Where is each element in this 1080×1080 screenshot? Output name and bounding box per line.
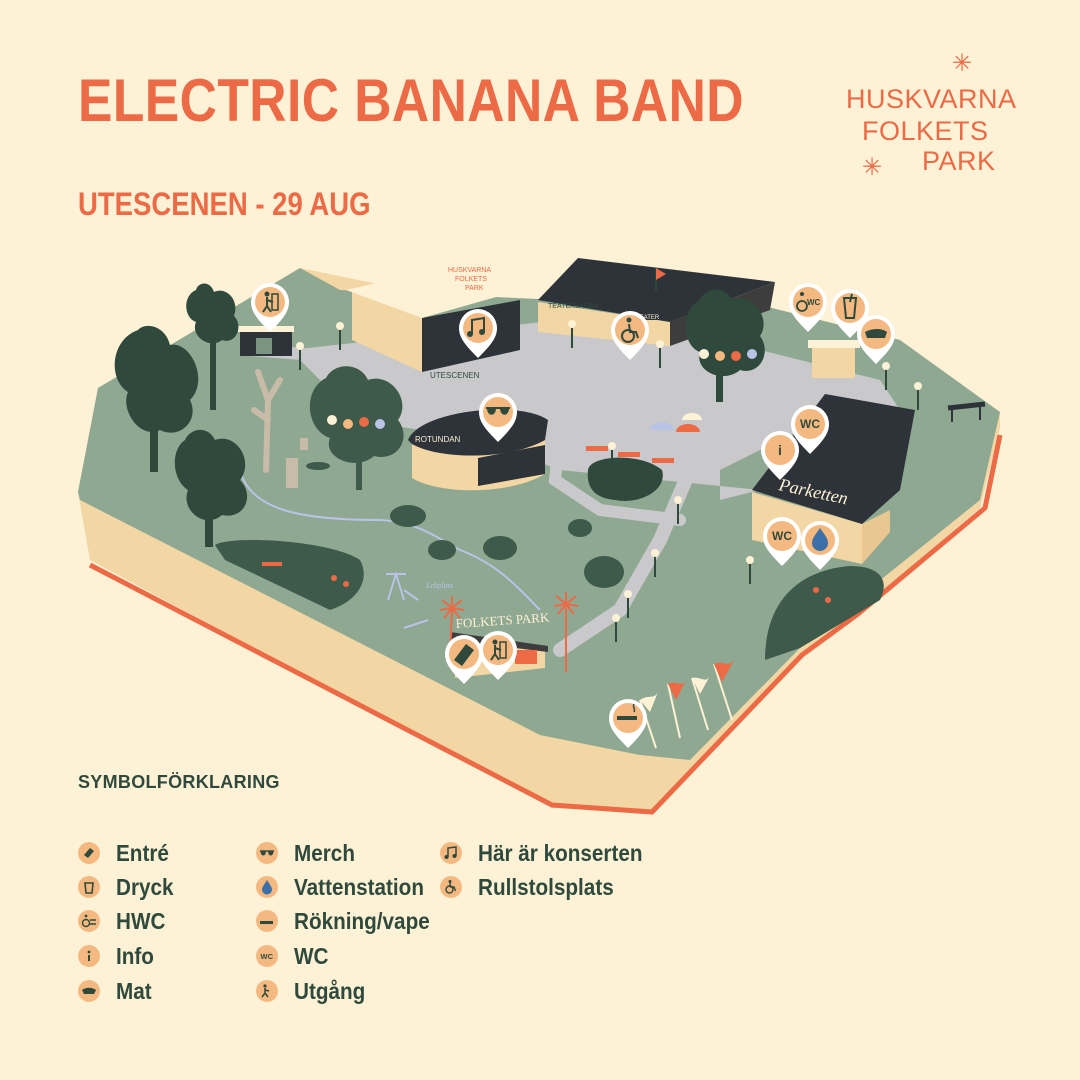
wc-icon-text: WC [261, 952, 274, 961]
dark-lawn-right [765, 566, 884, 660]
bushes [390, 457, 663, 588]
info-icon [78, 945, 100, 967]
ticket-pin-icon[interactable] [445, 635, 483, 684]
legend-item-vattenstation: Vattenstation [256, 872, 438, 902]
wc-icon: WC [256, 945, 278, 967]
sunglasses-icon [256, 842, 278, 864]
legend-item-rullstolsplats: Rullstolsplats [440, 872, 629, 902]
wc-pin-icon[interactable]: WC [763, 517, 801, 566]
beach-flags [639, 660, 734, 749]
food-icon [78, 980, 100, 1002]
water-drop-icon [256, 876, 278, 898]
legend-item-merch: Merch [256, 838, 362, 868]
legend-label: Info [116, 942, 154, 969]
info-pin-text: i [778, 442, 782, 458]
logo-line-3: PARK [922, 146, 996, 176]
wc-pin-text: WC [772, 529, 792, 543]
legend-label: Merch [294, 839, 355, 866]
teaterladan-label: TEATERLADAN [548, 303, 598, 310]
legend-label: Vattenstation [294, 873, 424, 900]
benches [262, 446, 674, 566]
rotundan-label: ROTUNDAN [415, 435, 461, 444]
stage-logo-line-1: HUSKVARNA [448, 267, 491, 274]
wc-pin-text: WC [800, 417, 820, 431]
cigarette-icon [256, 910, 278, 932]
ticket-icon [78, 842, 100, 864]
legend-item-hwc: HWC [78, 906, 171, 936]
dark-lawn-left [215, 540, 364, 610]
trees [114, 283, 765, 547]
stream [239, 469, 541, 611]
side-path [548, 424, 686, 526]
utescenen-label: UTESCENEN [430, 371, 480, 380]
huskvarna-folkets-park-logo: ✳ HUSKVARNA FOLKETS ✳ PARK [840, 52, 1020, 182]
legend-item-utgang: Utgång [256, 976, 373, 1006]
legend-label: Här är konserten [478, 839, 643, 866]
hwc-pin-text: WC [807, 298, 821, 307]
stumps [286, 438, 330, 488]
cup-icon [78, 876, 100, 898]
sunglasses-pin-icon[interactable] [479, 393, 517, 442]
water-drop-pin-icon[interactable] [801, 521, 839, 570]
logo-star-icon: ✳ [952, 50, 973, 77]
cigarette-pin-icon[interactable] [609, 699, 647, 748]
accessible-wc-pin-icon[interactable]: WC [789, 283, 827, 332]
food-kiosk-building [808, 340, 860, 378]
legend-item-entre: Entré [78, 838, 175, 868]
entrance-gate-building [238, 326, 294, 356]
exit-pin-icon[interactable] [251, 283, 289, 332]
legend-item-rokning: Rökning/vape [256, 906, 445, 936]
info-pin-icon[interactable]: i [761, 431, 799, 480]
legend-item-mat: Mat [78, 976, 156, 1006]
event-subtitle: UTESCENEN - 29 AUG [78, 186, 371, 222]
dead-tree [251, 369, 283, 473]
legend-item-wc: WC WC [256, 941, 332, 971]
legend-label: Rullstolsplats [478, 873, 614, 900]
stage-logo-line-2: FOLKETS [455, 276, 487, 283]
logo-line-1: HUSKVARNA [846, 84, 1017, 114]
legend-item-dryck: Dryck [78, 872, 180, 902]
legend-label: HWC [116, 907, 166, 934]
legend-label: Rökning/vape [294, 907, 430, 934]
exit-pin-icon[interactable] [479, 631, 517, 680]
legend-label: WC [294, 942, 329, 969]
legend-label: Mat [116, 977, 152, 1004]
legend-title: SYMBOLFÖRKLARING [78, 772, 280, 792]
music-note-pin-icon[interactable] [459, 309, 497, 358]
stage-logo-line-3: PARK [465, 285, 484, 292]
main-path [553, 423, 727, 657]
cup-pin-icon[interactable] [831, 289, 869, 338]
legend-label: Entré [116, 839, 169, 866]
island-border [88, 434, 1003, 815]
flag-icon [656, 268, 666, 280]
music-note-icon [440, 842, 462, 864]
wheelchair-pin-icon[interactable] [611, 311, 649, 360]
exit-gate-right [947, 401, 986, 422]
wc-pin-icon[interactable]: WC [791, 405, 829, 454]
exit-icon [256, 980, 278, 1002]
wheelchair-icon [440, 876, 462, 898]
utescenen-building: UTESCENEN HUSKVARNA FOLKETS PARK [346, 267, 528, 380]
page-title: ELECTRIC BANANA BAND [78, 67, 745, 134]
lekplats-label: Lekplats [425, 581, 453, 590]
teater-sign: TEATER [636, 315, 660, 321]
logo-star-icon: ✳ [862, 154, 883, 181]
legend-item-konserten: Här är konserten [440, 838, 661, 868]
flowers [331, 575, 831, 603]
logo-line-2: FOLKETS [862, 116, 989, 146]
legend-label: Utgång [294, 977, 366, 1004]
food-pin-icon[interactable] [857, 315, 895, 364]
legend-label: Dryck [116, 873, 174, 900]
tree-lights [327, 349, 757, 429]
accessible-wc-icon [78, 910, 100, 932]
legend-item-info: Info [78, 941, 158, 971]
folkets-park-sign: FOLKETS PARK [455, 609, 550, 631]
umbrellas [650, 413, 702, 432]
playground: Lekplats [386, 570, 453, 629]
